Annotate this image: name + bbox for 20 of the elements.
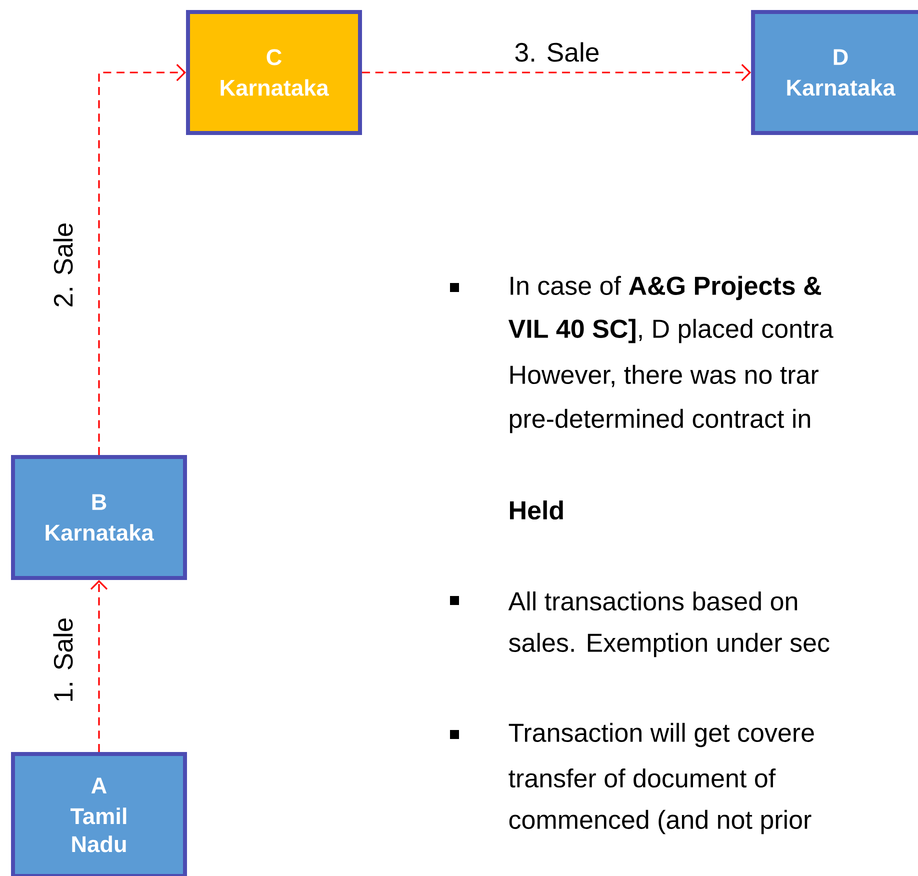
edge-label: 2. Sale [53, 223, 73, 306]
location-box: B Karnataka [11, 454, 187, 580]
text-line: All transactions based on [508, 591, 798, 611]
text-line: commenced (and not prior [509, 810, 812, 834]
text-line: transfer of document of [508, 768, 776, 788]
text-line: Transaction will get covere [508, 722, 814, 748]
location-box: D Karnataka [751, 10, 918, 136]
text-line: However, there was no trar [510, 364, 818, 388]
arrow [90, 580, 108, 752]
text-line: pre-determined contract in [510, 408, 810, 434]
arrow [98, 64, 186, 455]
location-box: C Karnataka [186, 10, 362, 136]
arrow [362, 64, 752, 82]
text-line: In case of A&G Projects & [510, 276, 822, 300]
text-line: sales. Exemption under sec [509, 632, 830, 658]
edge-label: 3. Sale [515, 42, 599, 62]
text-line: Held [510, 500, 563, 520]
edge-label: 1. Sale [53, 618, 73, 701]
location-box: A Tamil Nadu [11, 752, 187, 876]
text-line: VIL 40 SC], D placed contra [508, 318, 834, 344]
